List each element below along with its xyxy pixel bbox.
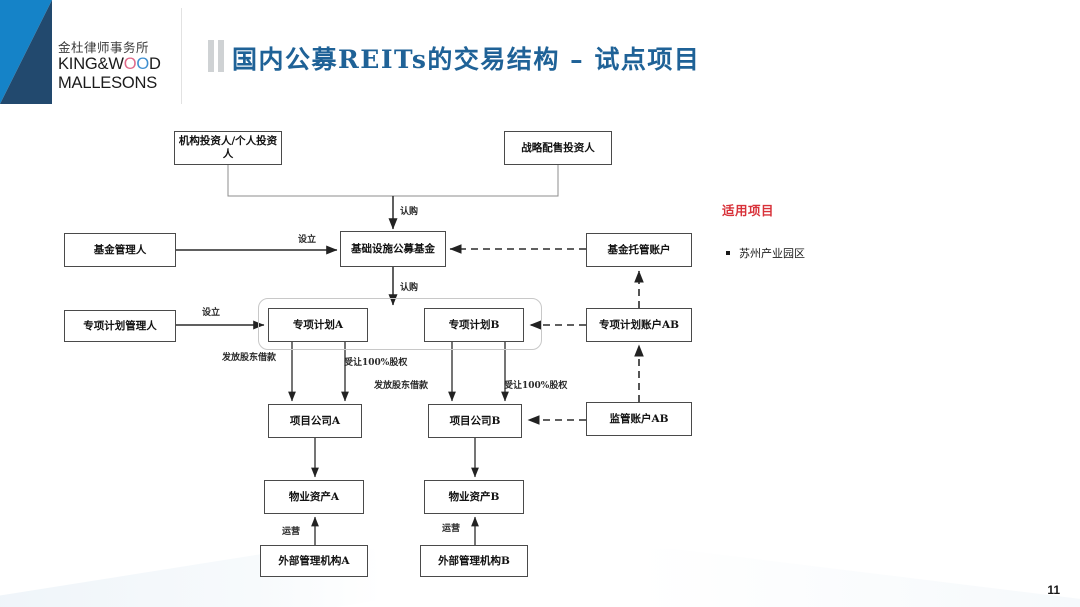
node-regulatory-account-ab[interactable]: 监管账户AB	[586, 402, 692, 436]
logo-o-blue: O	[136, 55, 149, 73]
edge-label-establish-plan: 设立	[202, 308, 221, 318]
node-strategic-investor[interactable]: 战略配售投资人	[504, 131, 612, 165]
node-property-asset-a[interactable]: 物业资产A	[264, 480, 364, 514]
notes-list-item: 苏州产业园区	[726, 245, 805, 261]
logo-english-line1: KING&WOOD	[58, 55, 173, 74]
node-special-plan-a[interactable]: 专项计划A	[268, 308, 368, 342]
edge-label-establish-fund: 设立	[298, 235, 317, 245]
node-special-plan-b[interactable]: 专项计划B	[424, 308, 524, 342]
edge-label-equity-transfer-b: 受让100%股权	[504, 381, 568, 391]
header-divider	[181, 8, 182, 104]
notes-item-label: 苏州产业园区	[739, 247, 805, 260]
kwm-logo: 金杜律师事务所 KING&WOOD MALLESONS	[58, 40, 173, 93]
edge-label-subscribe-mid: 认购	[400, 283, 419, 293]
logo-chinese-name: 金杜律师事务所	[58, 40, 150, 55]
node-project-company-a[interactable]: 项目公司A	[268, 404, 362, 438]
page-number: 11	[1047, 583, 1060, 597]
node-institutional-investor[interactable]: 机构投资人/个人投资人	[174, 131, 282, 165]
logo-text-d: D	[149, 55, 161, 73]
logo-english-line2: MALLESONS	[58, 74, 158, 92]
title-bar-1	[208, 40, 214, 72]
node-special-plan-account-ab[interactable]: 专项计划账户AB	[586, 308, 692, 342]
corner-triangle-decoration	[0, 0, 52, 104]
node-external-manager-b[interactable]: 外部管理机构B	[420, 545, 528, 577]
page-title: 国内公募REITs的交易结构 – 试点项目	[232, 45, 701, 74]
node-fund-manager[interactable]: 基金管理人	[64, 233, 176, 267]
notes-heading: 适用项目	[722, 203, 775, 218]
node-public-infrastructure-fund[interactable]: 基础设施公募基金	[340, 231, 446, 267]
node-property-asset-b[interactable]: 物业资产B	[424, 480, 524, 514]
edge-label-equity-transfer-a: 受让100%股权	[344, 358, 408, 368]
node-external-manager-a[interactable]: 外部管理机构A	[260, 545, 368, 577]
logo-o-pink: O	[123, 55, 137, 73]
edge-label-operate-b: 运营	[442, 524, 461, 534]
title-accent-bars	[208, 40, 224, 72]
edge-label-shareholder-loan-b: 发放股东借款	[374, 381, 429, 391]
node-project-company-b[interactable]: 项目公司B	[428, 404, 522, 438]
edge-label-shareholder-loan-a: 发放股东借款	[222, 353, 277, 363]
edge-label-operate-a: 运营	[282, 527, 301, 537]
title-bar-2	[218, 40, 224, 72]
node-special-plan-manager[interactable]: 专项计划管理人	[64, 310, 176, 342]
edge-label-subscribe-top: 认购	[400, 207, 419, 217]
logo-text-kingw: KING&W	[58, 55, 124, 73]
node-fund-custody-account[interactable]: 基金托管账户	[586, 233, 692, 267]
triangle-navy	[0, 0, 52, 104]
bullet-square-icon	[726, 251, 730, 255]
